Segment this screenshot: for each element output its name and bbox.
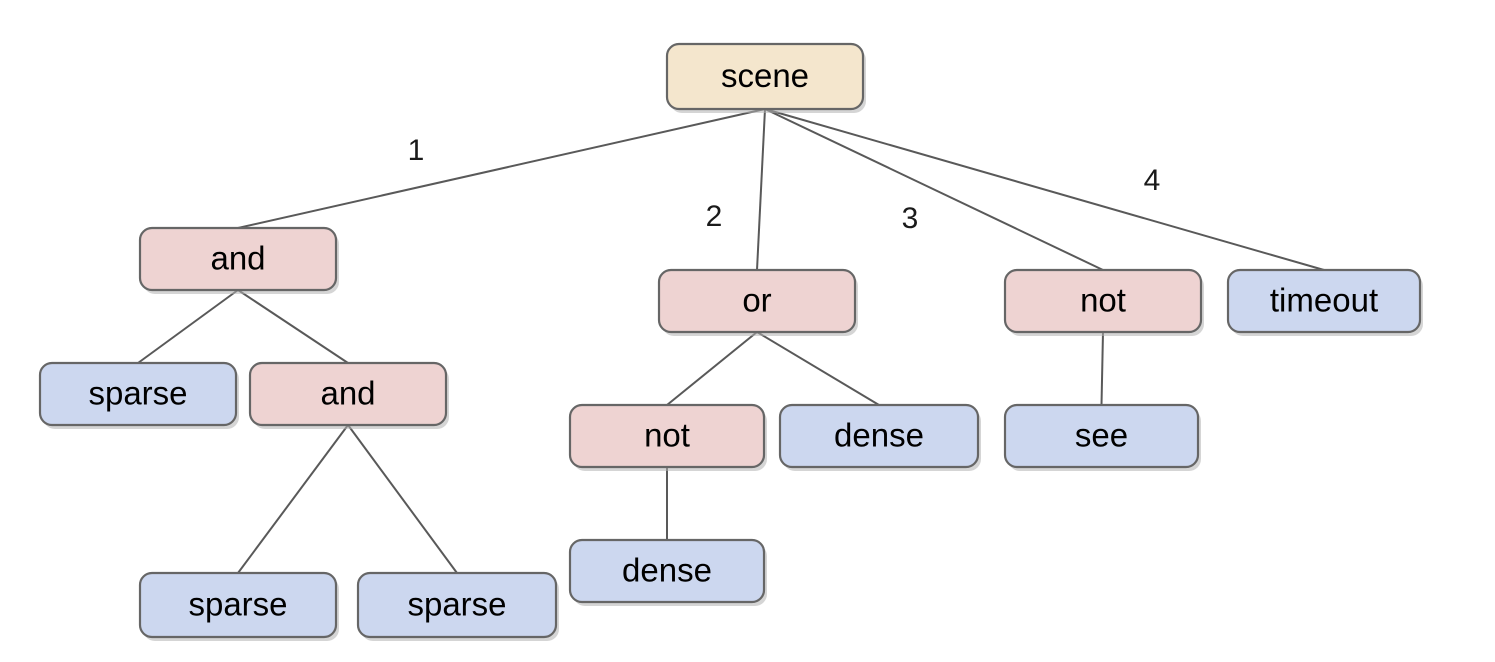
edge-label-2: 2 <box>706 200 723 233</box>
node-label-sparse1: sparse <box>88 375 187 412</box>
tree-edge-scene-to-or1 <box>756 108 766 271</box>
tree-node-timeout1[interactable]: timeout <box>1226 268 1423 336</box>
tree-node-sparse2[interactable]: sparse <box>138 571 339 641</box>
node-label-not1: not <box>1080 282 1126 319</box>
node-box-dense2[interactable] <box>568 538 766 604</box>
node-box-see1[interactable] <box>1003 403 1200 469</box>
node-label-dense1: dense <box>834 417 924 454</box>
edge-label-layer: 1 2 3 4 <box>408 134 1161 235</box>
tree-node-sparse3[interactable]: sparse <box>356 571 559 641</box>
node-label-and1: and <box>210 240 265 277</box>
node-box-sparse2[interactable] <box>138 571 338 639</box>
edge-label-1: 1 <box>408 134 425 167</box>
tree-node-and1[interactable]: and <box>138 226 339 294</box>
node-label-and2: and <box>320 375 375 412</box>
tree-edge-and2-to-sparse3 <box>347 424 458 574</box>
node-box-and1[interactable] <box>138 226 338 292</box>
node-box-timeout1[interactable] <box>1226 268 1422 334</box>
node-layer: scene and or not timeout sparse and not dense see… <box>38 42 1423 641</box>
tree-edge-not1-to-see1 <box>1100 331 1104 406</box>
tree-edge-scene-to-and1 <box>237 108 766 229</box>
tree-node-scene[interactable]: scene <box>665 42 866 113</box>
node-label-not2: not <box>644 417 690 454</box>
tree-node-dense1[interactable]: dense <box>778 403 981 471</box>
tree-node-or1[interactable]: or <box>657 268 858 336</box>
tree-edge-scene-to-timeout1 <box>764 108 1325 271</box>
tree-node-and2[interactable]: and <box>248 361 449 429</box>
node-box-or1[interactable] <box>657 268 857 334</box>
tree-node-sparse1[interactable]: sparse <box>38 361 239 429</box>
node-label-timeout1: timeout <box>1270 282 1378 319</box>
tree-edge-and2-to-sparse2 <box>237 424 349 574</box>
node-box-sparse1[interactable] <box>38 361 238 427</box>
edge-layer <box>137 108 1325 574</box>
node-box-not2[interactable] <box>568 403 766 469</box>
node-box-and2[interactable] <box>248 361 448 427</box>
node-label-sparse2: sparse <box>188 586 287 623</box>
tree-node-not2[interactable]: not <box>568 403 767 471</box>
node-box-sparse3[interactable] <box>356 571 558 639</box>
tree-node-not1[interactable]: not <box>1003 268 1204 336</box>
tree-node-see1[interactable]: see <box>1003 403 1201 471</box>
edge-label-4: 4 <box>1144 164 1161 197</box>
node-label-sparse3: sparse <box>407 586 506 623</box>
tree-edge-and1-to-and2 <box>237 289 349 364</box>
node-label-see1: see <box>1075 417 1128 454</box>
node-box-scene[interactable] <box>665 42 865 111</box>
node-box-not1[interactable] <box>1003 268 1203 334</box>
tree-edge-scene-to-not1 <box>764 108 1104 271</box>
node-label-or1: or <box>742 282 771 319</box>
tree-edge-or1-to-dense1 <box>756 331 880 406</box>
tree-edge-or1-to-not2 <box>666 331 758 406</box>
edge-label-3: 3 <box>902 202 919 235</box>
tree-node-dense2[interactable]: dense <box>568 538 767 606</box>
tree-edge-and1-to-sparse1 <box>137 289 239 364</box>
node-box-dense1[interactable] <box>778 403 980 469</box>
node-label-dense2: dense <box>622 552 712 589</box>
node-label-scene: scene <box>721 57 809 94</box>
